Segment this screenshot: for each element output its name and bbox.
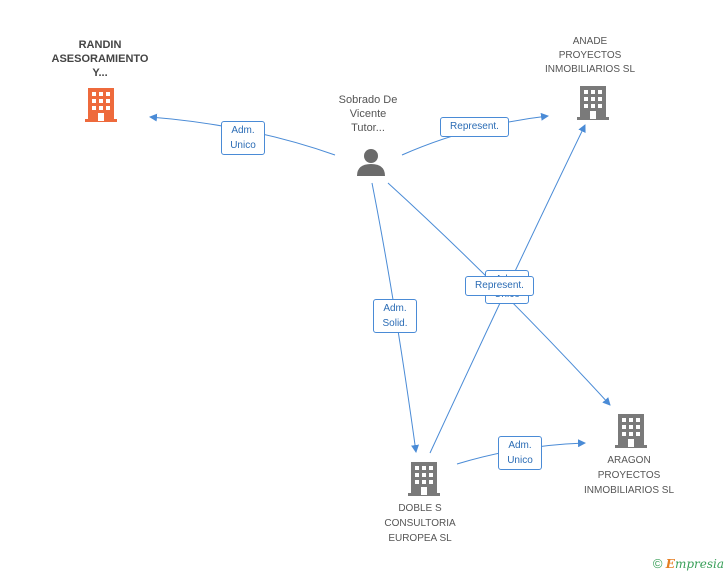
node-label-line: EUROPEA SL bbox=[388, 533, 452, 544]
node-label-line: Sobrado De bbox=[338, 94, 398, 106]
node-label-line: ARAGON bbox=[607, 455, 651, 466]
node-label-line: CONSULTORIA bbox=[384, 518, 456, 529]
node-label-line: PROYECTOS bbox=[558, 50, 622, 61]
node-label-line: ANADE bbox=[572, 36, 608, 47]
building-icon-anade[interactable] bbox=[577, 86, 609, 120]
node-label-doble[interactable]: DOBLE S CONSULTORIA EUROPEA SL bbox=[360, 501, 480, 546]
building-icon-randin[interactable] bbox=[85, 88, 117, 122]
edge-label-line: Unico bbox=[507, 455, 533, 466]
edge-label-line: Adm. bbox=[508, 440, 532, 451]
edge-label-represent-aragon[interactable]: Represent. bbox=[465, 276, 534, 296]
node-label-line: INMOBILIARIOS SL bbox=[583, 485, 675, 496]
edge-label-line: Adm. bbox=[231, 125, 255, 136]
brand-rest: mpresia bbox=[674, 557, 724, 571]
node-label-line: ASESORAMIENTO bbox=[51, 53, 149, 65]
node-label-aragon[interactable]: ARAGON PROYECTOS INMOBILIARIOS SL bbox=[569, 453, 689, 498]
node-label-line: RANDIN bbox=[78, 39, 122, 51]
edge-label-line: Unico bbox=[230, 140, 256, 151]
edge-label-adm-unico-randin[interactable]: Adm. Unico bbox=[221, 121, 265, 155]
edge-label-line: Solid. bbox=[382, 318, 408, 329]
edge-label-represent-anade[interactable]: Represent. bbox=[440, 117, 509, 137]
edge-label-adm-unico-doble-aragon[interactable]: Adm. Unico bbox=[498, 436, 542, 470]
brand-initial: E bbox=[665, 557, 675, 571]
empresia-watermark: © Empresia bbox=[653, 556, 724, 571]
node-label-line: PROYECTOS bbox=[597, 470, 661, 481]
node-label-randin[interactable]: RANDIN ASESORAMIENTO Y... bbox=[40, 38, 160, 80]
building-icon-doble[interactable] bbox=[408, 462, 440, 496]
node-label-line: DOBLE S bbox=[398, 503, 442, 514]
edge-label-line: Adm. bbox=[383, 303, 407, 314]
node-label-anade[interactable]: ANADE PROYECTOS INMOBILIARIOS SL bbox=[530, 35, 650, 77]
person-icon-sobrado[interactable] bbox=[357, 149, 385, 176]
node-label-line: Y... bbox=[92, 67, 108, 79]
brand-logo: Empresia bbox=[666, 557, 724, 571]
node-label-sobrado[interactable]: Sobrado De Vicente Tutor... bbox=[318, 93, 418, 135]
edge-label-line: Represent. bbox=[450, 121, 499, 132]
edge-label-line: Represent. bbox=[475, 280, 524, 291]
edge-label-adm-solid-doble[interactable]: Adm. Solid. bbox=[373, 299, 417, 333]
building-icon-aragon[interactable] bbox=[615, 414, 647, 448]
copyright-icon: © bbox=[652, 556, 663, 571]
node-label-line: Vicente bbox=[349, 108, 387, 120]
node-label-line: Tutor... bbox=[351, 122, 385, 134]
node-label-line: INMOBILIARIOS SL bbox=[544, 64, 636, 75]
